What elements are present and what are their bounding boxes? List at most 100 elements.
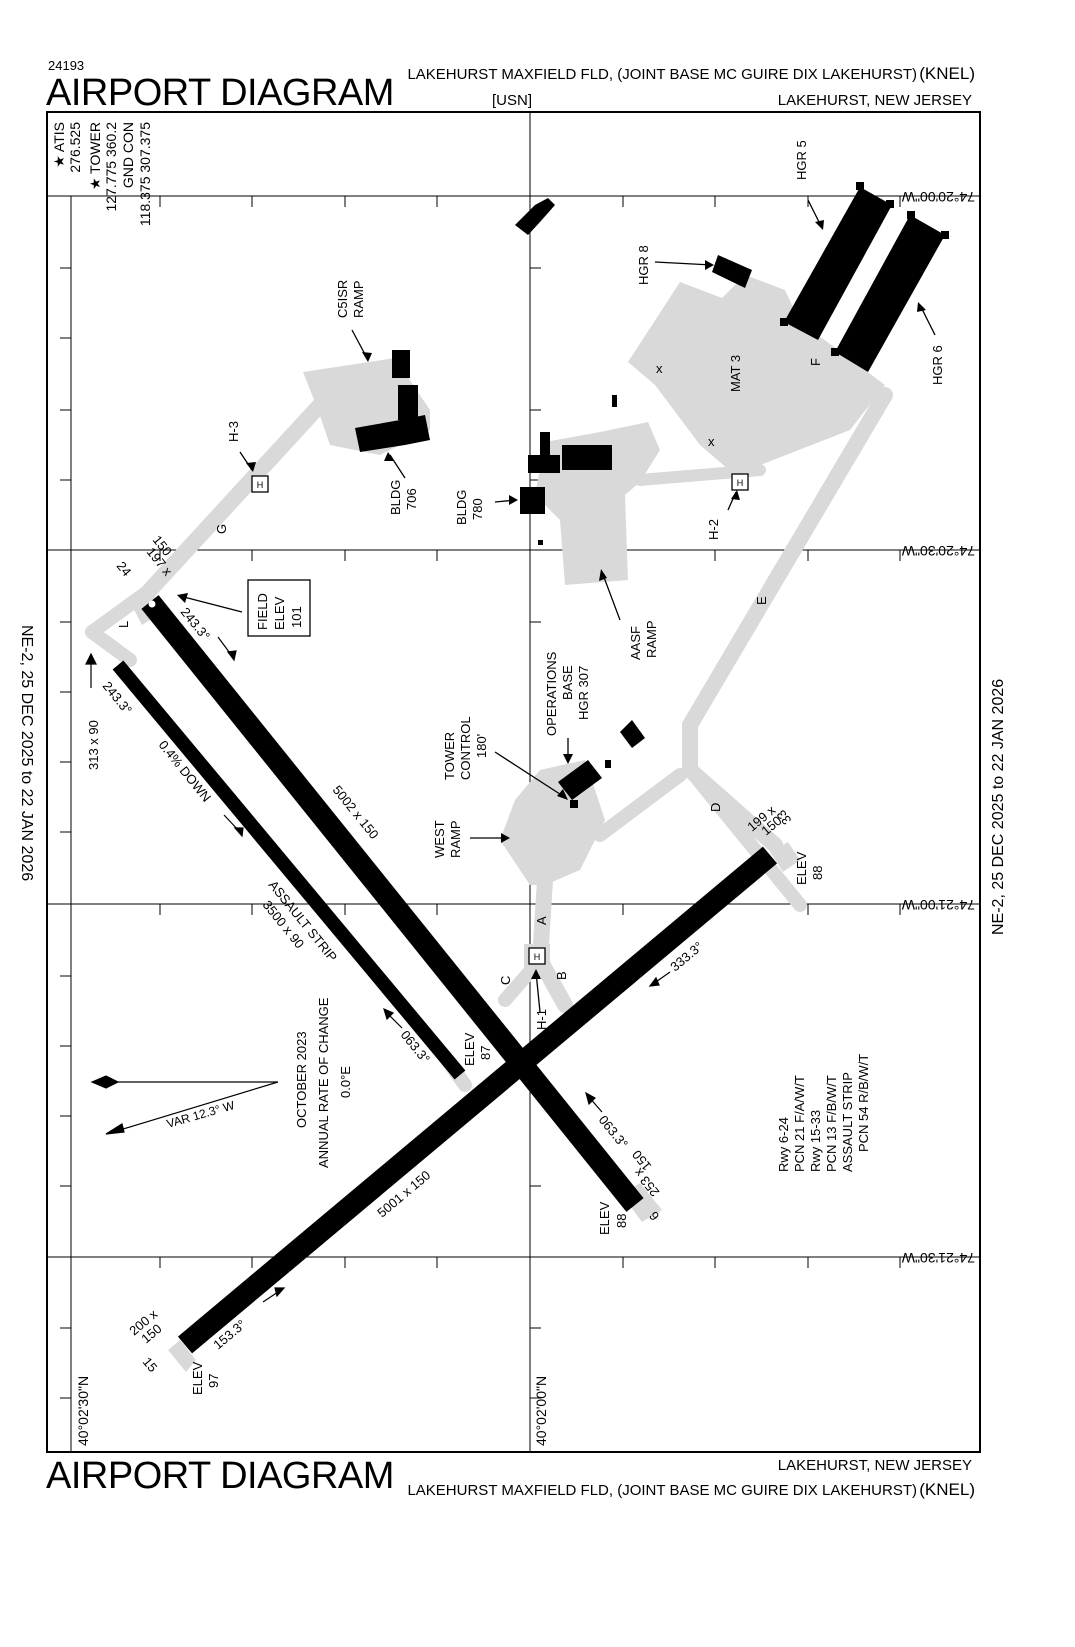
c5isr-label-2: RAMP bbox=[351, 280, 366, 318]
lat-label-1: 40°02'30"N bbox=[75, 1376, 91, 1446]
magnetic-north-icon bbox=[105, 1123, 125, 1135]
pcn-line-4: PCN 13 F/B/W/T bbox=[824, 1075, 839, 1172]
hgr6-label: HGR 6 bbox=[930, 345, 945, 385]
heading-arrows bbox=[85, 636, 671, 1303]
rwy-6-elev-2: 88 bbox=[614, 1214, 629, 1228]
pcn-line-6: PCN 54 R/B/W/T bbox=[856, 1054, 871, 1152]
taxiway-l-label: L bbox=[116, 621, 131, 628]
c5isr-label-1: C5ISR bbox=[335, 280, 350, 318]
lat-label-2: 40°02'00"N bbox=[533, 1376, 549, 1446]
hangar-8 bbox=[712, 255, 752, 288]
magvar-note-3: 0.0°E bbox=[338, 1066, 353, 1098]
footer-ident: (KNEL) bbox=[919, 1480, 975, 1499]
tower-freq: 127.775 360.2 bbox=[103, 122, 119, 212]
validity-left: NE-2, 25 DEC 2025 to 22 JAN 2026 bbox=[18, 625, 35, 881]
helipad-h3: H bbox=[251, 475, 269, 493]
field-elev-line2: ELEV bbox=[272, 596, 287, 630]
bldg706-label-1: BLDG bbox=[388, 480, 403, 515]
hgr8-label: HGR 8 bbox=[636, 245, 651, 285]
bldg780-label-2: 780 bbox=[470, 498, 485, 520]
runways bbox=[112, 595, 778, 1354]
footer-title: AIRPORT DIAGRAM bbox=[46, 1455, 394, 1497]
ops-label-1: OPERATIONS bbox=[544, 651, 559, 736]
mat3-apron bbox=[628, 275, 885, 475]
helipad-h2: H bbox=[731, 473, 749, 491]
x-mark-2: x bbox=[708, 434, 715, 449]
lon-label-2: 74°20'30"W bbox=[901, 543, 975, 559]
rwy-15-elev-2: 97 bbox=[206, 1374, 221, 1388]
atis-freq: 276.525 bbox=[67, 122, 83, 173]
aasf-label-2: RAMP bbox=[644, 620, 659, 658]
runway-15-33 bbox=[177, 846, 778, 1354]
assault-strip-elev-1: ELEV bbox=[462, 1032, 477, 1066]
taxiway-d-label: D bbox=[708, 803, 723, 812]
assault-strip bbox=[112, 660, 466, 1080]
svg-text:H: H bbox=[737, 478, 744, 488]
taxiway-e-label: E bbox=[754, 596, 769, 605]
taxiway-c-label: C bbox=[498, 976, 513, 985]
airport-ident: (KNEL) bbox=[919, 64, 975, 83]
frequency-box: ★ ATIS 276.525 ★ TOWER 127.775 360.2 GND… bbox=[51, 122, 153, 226]
west-ramp-label-1: WEST bbox=[432, 820, 447, 858]
magvar-note-2: ANNUAL RATE OF CHANGE bbox=[316, 997, 331, 1168]
tower-label-1: TOWER bbox=[442, 732, 457, 780]
rwy-6-elev-1: ELEV bbox=[597, 1201, 612, 1235]
magvar-note-1: OCTOBER 2023 bbox=[294, 1031, 309, 1128]
chart-number: 24193 bbox=[48, 58, 85, 73]
hangar-6 bbox=[835, 215, 945, 372]
building-c5isr-a bbox=[392, 350, 410, 378]
building-east-ops bbox=[620, 720, 645, 748]
rwy-24-number: 24 bbox=[114, 558, 135, 579]
rwy-33-elev-2: 88 bbox=[810, 866, 825, 880]
building-c5isr-b bbox=[398, 385, 418, 420]
pcn-line-5: ASSAULT STRIP bbox=[840, 1072, 855, 1172]
grid-ticks bbox=[60, 196, 901, 1399]
magvar-label: VAR 12.3° W bbox=[165, 1098, 237, 1131]
tower-label-2: CONTROL bbox=[458, 716, 473, 780]
tower-label-3: 180' bbox=[474, 734, 489, 758]
taxiway-g-label: G bbox=[214, 524, 229, 534]
hangar-5 bbox=[784, 187, 892, 340]
operator-label: [USN] bbox=[492, 92, 533, 109]
field-elev-line3: 101 bbox=[289, 606, 304, 628]
lon-label-3: 74°21'00"W bbox=[901, 897, 975, 913]
tower-label: ★ TOWER bbox=[87, 122, 103, 190]
assault-strip-overrun: 313 x 90 bbox=[86, 720, 101, 770]
h1-label: H-1 bbox=[534, 1009, 549, 1030]
page-title: AIRPORT DIAGRAM bbox=[46, 72, 394, 114]
map-frame bbox=[46, 111, 981, 1453]
h2-label: H-2 bbox=[706, 519, 721, 540]
h3-label: H-3 bbox=[226, 421, 241, 442]
rwy-33-elev-1: ELEV bbox=[794, 851, 809, 885]
validity-right: NE-2, 25 DEC 2025 to 22 JAN 2026 bbox=[990, 679, 1007, 935]
field-elev-box: FIELD ELEV 101 bbox=[247, 579, 311, 637]
helipad-h1: H bbox=[528, 947, 546, 965]
mat3-label: MAT 3 bbox=[728, 355, 743, 392]
helipads: H H H bbox=[251, 473, 749, 965]
x-mark-1: x bbox=[656, 361, 663, 376]
building-780-c bbox=[562, 445, 612, 470]
aasf-label-1: AASF bbox=[628, 626, 643, 660]
pcn-line-1: Rwy 6-24 bbox=[776, 1117, 791, 1172]
building-706 bbox=[355, 415, 430, 452]
location-label: LAKEHURST, NEW JERSEY bbox=[777, 92, 972, 109]
ops-label-3: HGR 307 bbox=[576, 666, 591, 720]
footer-airport-name: LAKEHURST MAXFIELD FLD, (JOINT BASE MC G… bbox=[407, 1482, 917, 1499]
bldg706-label-2: 706 bbox=[404, 488, 419, 510]
taxiway-a-label: A bbox=[534, 916, 549, 925]
footer-location: LAKEHURST, NEW JERSEY bbox=[777, 1457, 972, 1474]
bldg780-label-1: BLDG bbox=[454, 490, 469, 525]
building-780-b bbox=[528, 455, 560, 473]
pcn-line-3: Rwy 15-33 bbox=[808, 1110, 823, 1172]
hgr5-label: HGR 5 bbox=[794, 140, 809, 180]
building-north bbox=[515, 198, 555, 235]
taxiway-f-label: F bbox=[808, 358, 823, 366]
taxiway-b-label: B bbox=[554, 971, 569, 980]
lon-label-4: 74°21'30"W bbox=[901, 1250, 975, 1266]
building-780-d bbox=[520, 487, 545, 514]
atis-label: ★ ATIS bbox=[51, 122, 67, 168]
ops-label-2: BASE bbox=[560, 665, 575, 700]
gnd-freq: 118.375 307.375 bbox=[137, 122, 153, 226]
true-north-icon bbox=[90, 1075, 120, 1089]
